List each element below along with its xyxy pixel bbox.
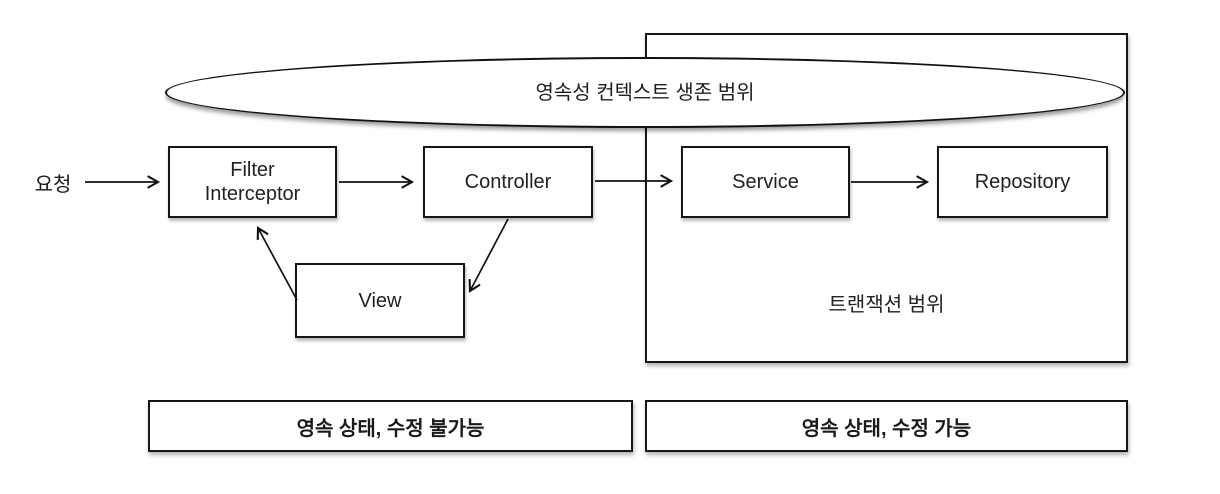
repository-label: Repository [974,171,1071,193]
controller-node: Controller [423,146,593,218]
view-label: View [358,289,402,312]
arrow-view-to-filter [256,226,298,301]
filter-label-line1: Filter [230,159,275,181]
repository-node: Repository [937,146,1108,218]
arrow-controller-to-view [468,218,509,293]
transaction-scope-label: 트랜잭션 범위 [828,294,945,316]
legend-modifiable-box: 영속 상태, 수정 가능 [645,400,1128,452]
request-label: 요청 [34,173,72,196]
view-node: View [295,263,465,338]
filter-interceptor-label: Filter Interceptor [205,158,301,206]
controller-label: Controller [464,171,552,193]
legend-not-modifiable-label: 영속 상태, 수정 불가능 [296,417,485,440]
service-node: Service [681,146,850,218]
filter-label-line2: Interceptor [204,183,301,205]
service-label: Service [732,171,799,193]
legend-not-modifiable-box: 영속 상태, 수정 불가능 [148,400,633,452]
legend-modifiable-label: 영속 상태, 수정 가능 [801,417,972,440]
filter-interceptor-node: Filter Interceptor [168,146,337,218]
persistence-scope-ellipse: 영속성 컨텍스트 생존 범위 [165,57,1125,128]
persistence-scope-label: 영속성 컨텍스트 생존 범위 [535,81,755,104]
